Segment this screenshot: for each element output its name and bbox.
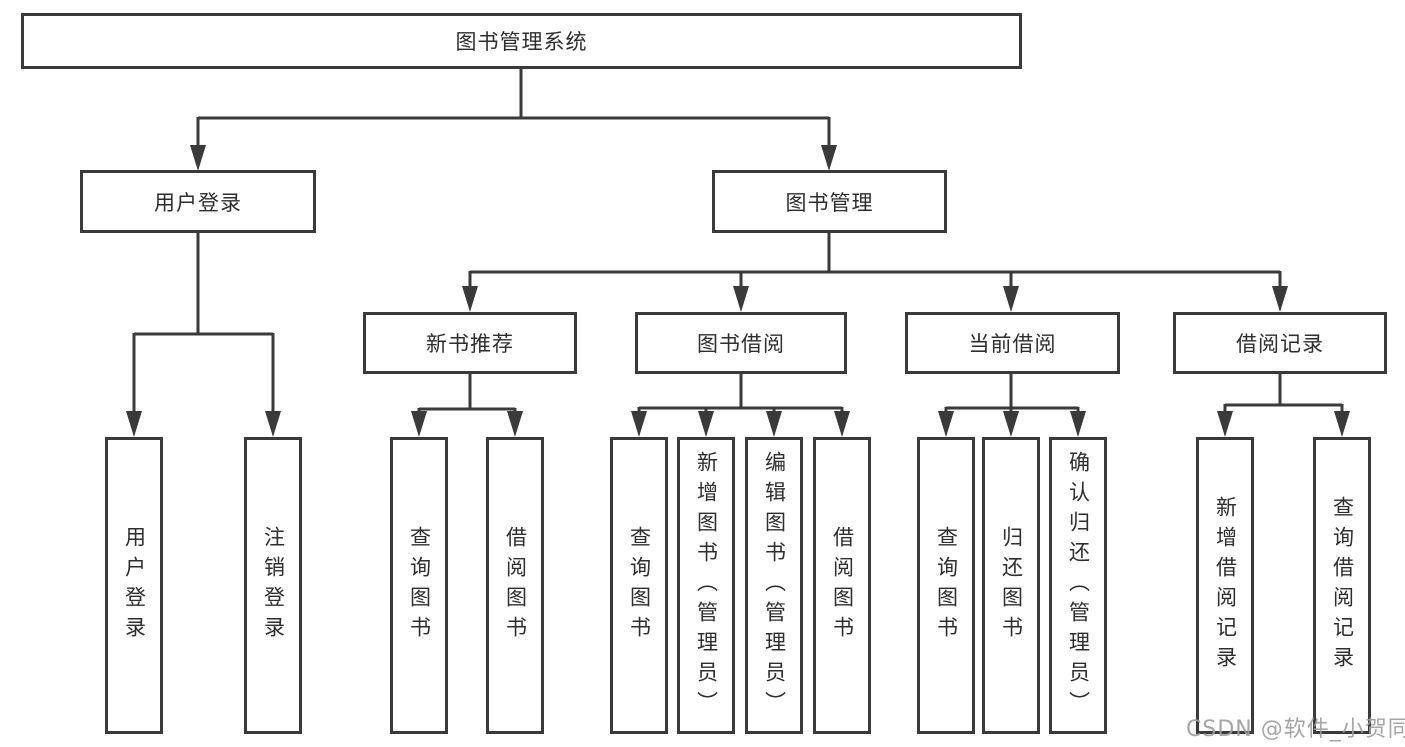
leaf-borrow-add-books-admin: 新增图书（管理员）	[677, 437, 735, 734]
node-label: 用户登录	[154, 190, 242, 215]
watermark: CSDN @软件_小贺同学	[1186, 717, 1405, 742]
leaf-label: 编辑图书（管理员）	[762, 450, 787, 721]
node-book-management: 图书管理	[712, 170, 947, 233]
leaf-label: 确认归还（管理员）	[1066, 450, 1091, 721]
node-label: 图书借阅	[697, 332, 785, 356]
leaf-label: 注销登录	[261, 525, 286, 646]
leaf-current-return-books: 归还图书	[982, 437, 1040, 734]
leaf-label: 查询图书	[627, 525, 652, 646]
node-label: 新书推荐	[426, 332, 514, 356]
leaf-borrow-borrow-books: 借阅图书	[813, 437, 871, 734]
leaf-borrow-edit-books-admin: 编辑图书（管理员）	[745, 437, 803, 734]
node-new-book-recommend: 新书推荐	[363, 312, 577, 374]
leaf-logout: 注销登录	[244, 437, 302, 734]
leaf-current-query-books: 查询图书	[917, 437, 975, 734]
node-label: 借阅记录	[1236, 332, 1324, 356]
leaf-label: 归还图书	[999, 525, 1024, 646]
leaf-label: 查询借阅记录	[1330, 495, 1355, 676]
node-label: 当前借阅	[968, 332, 1057, 356]
leaf-borrow-query-books: 查询图书	[610, 437, 668, 734]
leaf-label: 借阅图书	[830, 525, 855, 646]
leaf-label: 用户登录	[122, 525, 147, 646]
node-root: 图书管理系统	[21, 13, 1022, 69]
leaf-recommend-query-books: 查询图书	[390, 437, 448, 734]
leaf-recommend-borrow-books: 借阅图书	[486, 437, 544, 734]
node-current-borrow: 当前借阅	[905, 312, 1120, 374]
node-label: 图书管理	[785, 190, 874, 215]
leaf-current-confirm-return-admin: 确认归还（管理员）	[1049, 437, 1107, 734]
node-label: 图书管理系统	[455, 30, 588, 54]
node-book-borrow: 图书借阅	[635, 312, 847, 374]
leaf-label: 查询图书	[934, 525, 959, 646]
leaf-add-borrow-record: 新增借阅记录	[1196, 437, 1254, 734]
node-borrow-records: 借阅记录	[1173, 312, 1387, 374]
leaf-user-login: 用户登录	[105, 437, 163, 734]
node-user-login: 用户登录	[80, 170, 316, 233]
leaf-label: 借阅图书	[503, 525, 528, 646]
leaf-label: 新增借阅记录	[1213, 495, 1238, 676]
leaf-query-borrow-record: 查询借阅记录	[1313, 437, 1371, 734]
leaf-label: 新增图书（管理员）	[694, 450, 719, 721]
leaf-label: 查询图书	[407, 525, 432, 646]
